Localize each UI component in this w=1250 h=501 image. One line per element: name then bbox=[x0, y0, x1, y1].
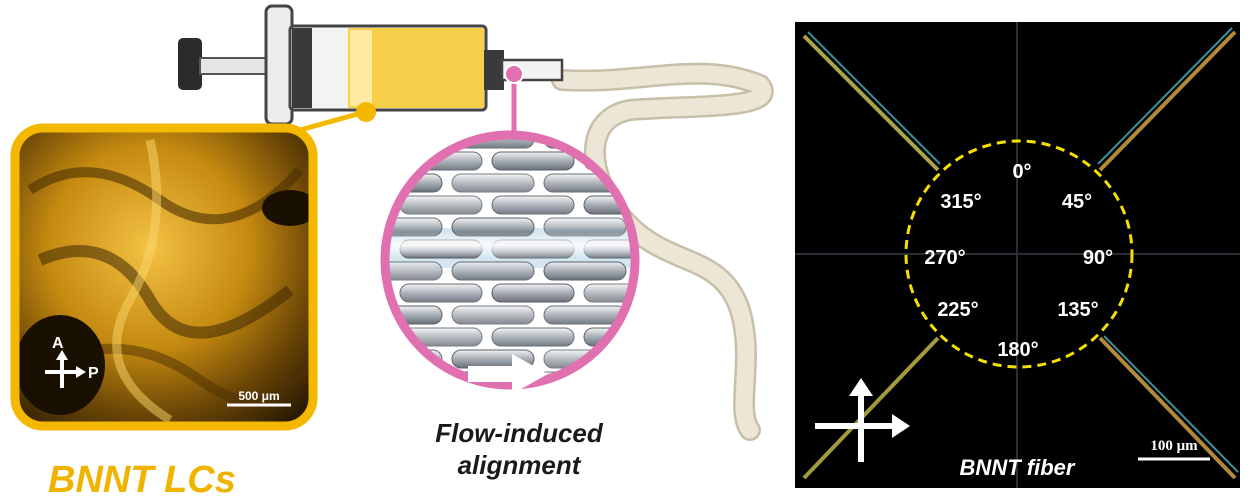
fiber-analyzer-arrowhead bbox=[849, 378, 873, 396]
syringe bbox=[178, 4, 564, 126]
nanotube bbox=[451, 261, 535, 281]
angle-labels: 0° 45° 90° 135° 180° 225° 270° 315° bbox=[924, 161, 1113, 361]
syringe-hub bbox=[484, 50, 504, 90]
angle-label-0: 0° bbox=[1012, 161, 1031, 183]
nanotube bbox=[544, 394, 626, 412]
nanotube bbox=[385, 135, 443, 149]
fiber-scale-bar-label: 100 μm bbox=[1150, 438, 1198, 454]
nanotube bbox=[399, 283, 483, 303]
analyzer-arrowhead bbox=[56, 350, 68, 360]
polarizer-label: P bbox=[88, 365, 99, 382]
fiber-streak bbox=[1098, 336, 1237, 480]
nanotube bbox=[451, 305, 535, 325]
lc-scale-bar-label: 500 μm bbox=[238, 389, 279, 403]
nanotube bbox=[452, 394, 534, 412]
flow-direction-arrow bbox=[468, 354, 548, 394]
nanotube bbox=[636, 306, 718, 324]
nanotube bbox=[676, 196, 758, 214]
angle-label-315: 315° bbox=[940, 191, 981, 213]
lc-texture bbox=[112, 139, 173, 424]
nanotube bbox=[636, 130, 718, 148]
fiber-tube bbox=[553, 65, 772, 439]
flow-highlight-band bbox=[385, 232, 635, 258]
fiber-streak bbox=[1097, 27, 1233, 165]
plunger-head bbox=[292, 28, 312, 108]
liquid-highlight bbox=[350, 30, 372, 106]
nanotube bbox=[491, 283, 575, 303]
fiber-streak bbox=[1103, 335, 1239, 473]
lc-frame bbox=[10, 123, 318, 431]
nanotube bbox=[583, 327, 635, 347]
nanotube bbox=[399, 195, 483, 215]
fiber-polarizer-cross bbox=[815, 378, 910, 462]
nanotube bbox=[491, 151, 575, 171]
flow-caption-line1: Flow-induced bbox=[435, 418, 604, 448]
nanotube bbox=[491, 195, 575, 215]
fiber-streak bbox=[1098, 30, 1237, 172]
fiber-streak bbox=[802, 34, 940, 172]
nanotube bbox=[583, 371, 635, 385]
lc-callout-dot bbox=[356, 102, 376, 122]
fiber-streak bbox=[802, 336, 940, 480]
angle-label-135: 135° bbox=[1057, 299, 1098, 321]
analyzer-label: A bbox=[52, 335, 64, 352]
nanotube bbox=[491, 327, 575, 347]
angle-label-270: 270° bbox=[924, 247, 965, 269]
polarizer-cross bbox=[45, 350, 86, 388]
flow-frame bbox=[380, 130, 640, 390]
nanotube bbox=[451, 173, 535, 193]
fiber-streak bbox=[807, 31, 941, 165]
flow-callout-dot bbox=[504, 64, 524, 84]
angle-label-180: 180° bbox=[997, 339, 1038, 361]
nanotube bbox=[360, 394, 442, 412]
polarizer-arrowhead bbox=[76, 366, 86, 378]
fiber-caption: BNNT fiber bbox=[960, 455, 1076, 480]
angle-label-90: 90° bbox=[1083, 247, 1113, 269]
angle-circle bbox=[904, 139, 1134, 369]
flow-caption-line2: alignment bbox=[458, 450, 582, 480]
nanotube bbox=[636, 394, 718, 412]
nanotube bbox=[385, 261, 443, 281]
fiber-polarizer-arrowhead bbox=[892, 414, 910, 438]
nanotube bbox=[385, 173, 443, 193]
nanotube bbox=[543, 305, 627, 325]
lc-dark-domain bbox=[262, 190, 313, 226]
syringe-flange bbox=[264, 4, 294, 126]
nanotube bbox=[636, 350, 718, 368]
nanotube bbox=[676, 152, 758, 170]
angle-label-225: 225° bbox=[937, 299, 978, 321]
angle-label-45: 45° bbox=[1062, 191, 1092, 213]
nanotube bbox=[636, 174, 718, 192]
fiber-streaks bbox=[802, 27, 1239, 480]
lc-caption: BNNT LCs bbox=[48, 459, 236, 501]
plunger-thumb bbox=[178, 38, 202, 90]
lc-callout-line bbox=[299, 109, 366, 133]
lc-texture bbox=[58, 343, 313, 406]
nanotube bbox=[543, 261, 627, 281]
lc-texture bbox=[37, 245, 294, 339]
